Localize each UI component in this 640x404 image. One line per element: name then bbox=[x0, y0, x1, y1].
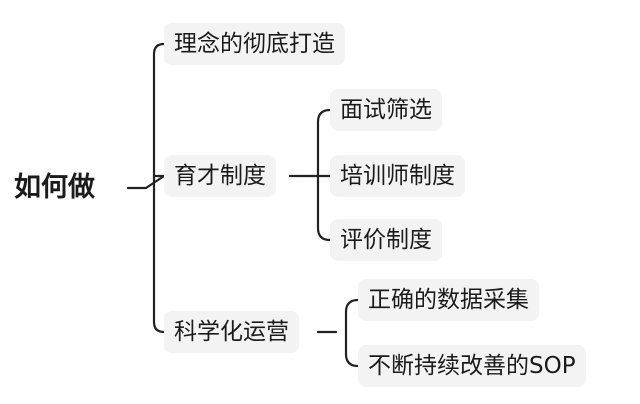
level1-bracket bbox=[152, 42, 166, 334]
branch-node-philosophy: 理念的彻底打造 bbox=[164, 23, 345, 65]
branch-node-scientific-operation: 科学化运营 bbox=[164, 311, 299, 353]
leaf-node-data-collection: 正确的数据采集 bbox=[358, 279, 539, 321]
leaf-node-trainer-system: 培训师制度 bbox=[330, 155, 465, 197]
branch3-bracket bbox=[344, 298, 360, 368]
root-node: 如何做 bbox=[14, 172, 95, 203]
branch-link-2 bbox=[144, 174, 166, 190]
branch-node-talent-system: 育才制度 bbox=[164, 155, 276, 197]
leaf-node-evaluation-system: 评价制度 bbox=[330, 219, 442, 261]
leaf-node-continuous-improvement-sop: 不断持续改善的SOP bbox=[358, 345, 586, 387]
leaf-node-interview-screening: 面试筛选 bbox=[330, 89, 442, 131]
